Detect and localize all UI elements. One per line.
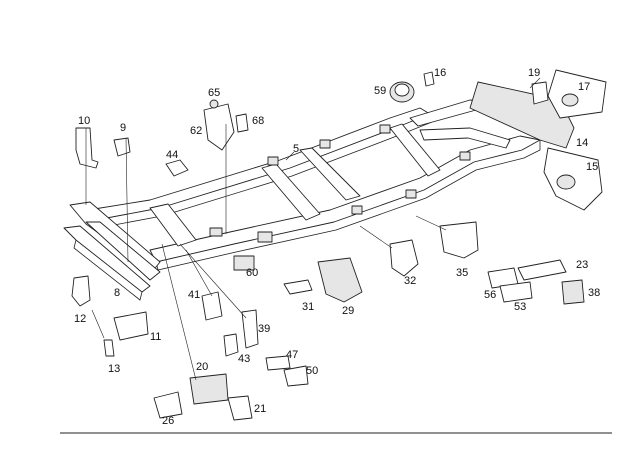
callout-5: 5 [293, 143, 299, 155]
callout-15: 15 [586, 161, 598, 173]
callout-14: 14 [576, 137, 588, 149]
callout-9: 9 [120, 122, 126, 134]
callout-13: 13 [108, 363, 120, 375]
callout-68: 68 [252, 115, 264, 127]
callout-10: 10 [78, 115, 90, 127]
callout-20: 20 [196, 361, 208, 373]
callout-16: 16 [434, 67, 446, 79]
callout-41: 41 [188, 289, 200, 301]
callout-32: 32 [404, 275, 416, 287]
callout-62: 62 [190, 125, 202, 137]
callout-65: 65 [208, 87, 220, 99]
callout-60: 60 [246, 267, 258, 279]
callout-21: 21 [254, 403, 266, 415]
brackets [71, 99, 585, 421]
callout-47: 47 [286, 349, 298, 361]
callout-11: 11 [150, 331, 161, 343]
leader-lines [85, 77, 541, 381]
callout-31: 31 [302, 301, 314, 313]
callout-23: 23 [576, 259, 588, 271]
callout-12: 12 [74, 313, 86, 325]
callout-43: 43 [238, 353, 250, 365]
callout-39: 39 [258, 323, 270, 335]
callout-53: 53 [514, 301, 526, 313]
callout-59: 59 [374, 85, 386, 97]
callout-8: 8 [114, 287, 120, 299]
rubber-mount [389, 81, 415, 103]
callout-56: 56 [484, 289, 496, 301]
callout-29: 29 [342, 305, 354, 317]
rear-crossmember [423, 69, 607, 211]
callout-50: 50 [306, 365, 318, 377]
callout-labels: 5 8 9 10 11 12 13 14 15 16 17 19 20 21 2… [74, 67, 600, 427]
callout-44: 44 [166, 149, 178, 161]
callout-38: 38 [588, 287, 600, 299]
callout-19: 19 [528, 67, 540, 79]
front-crossmember [63, 201, 161, 301]
callout-17: 17 [578, 81, 590, 93]
callout-26: 26 [162, 415, 174, 427]
callout-35: 35 [456, 267, 468, 279]
